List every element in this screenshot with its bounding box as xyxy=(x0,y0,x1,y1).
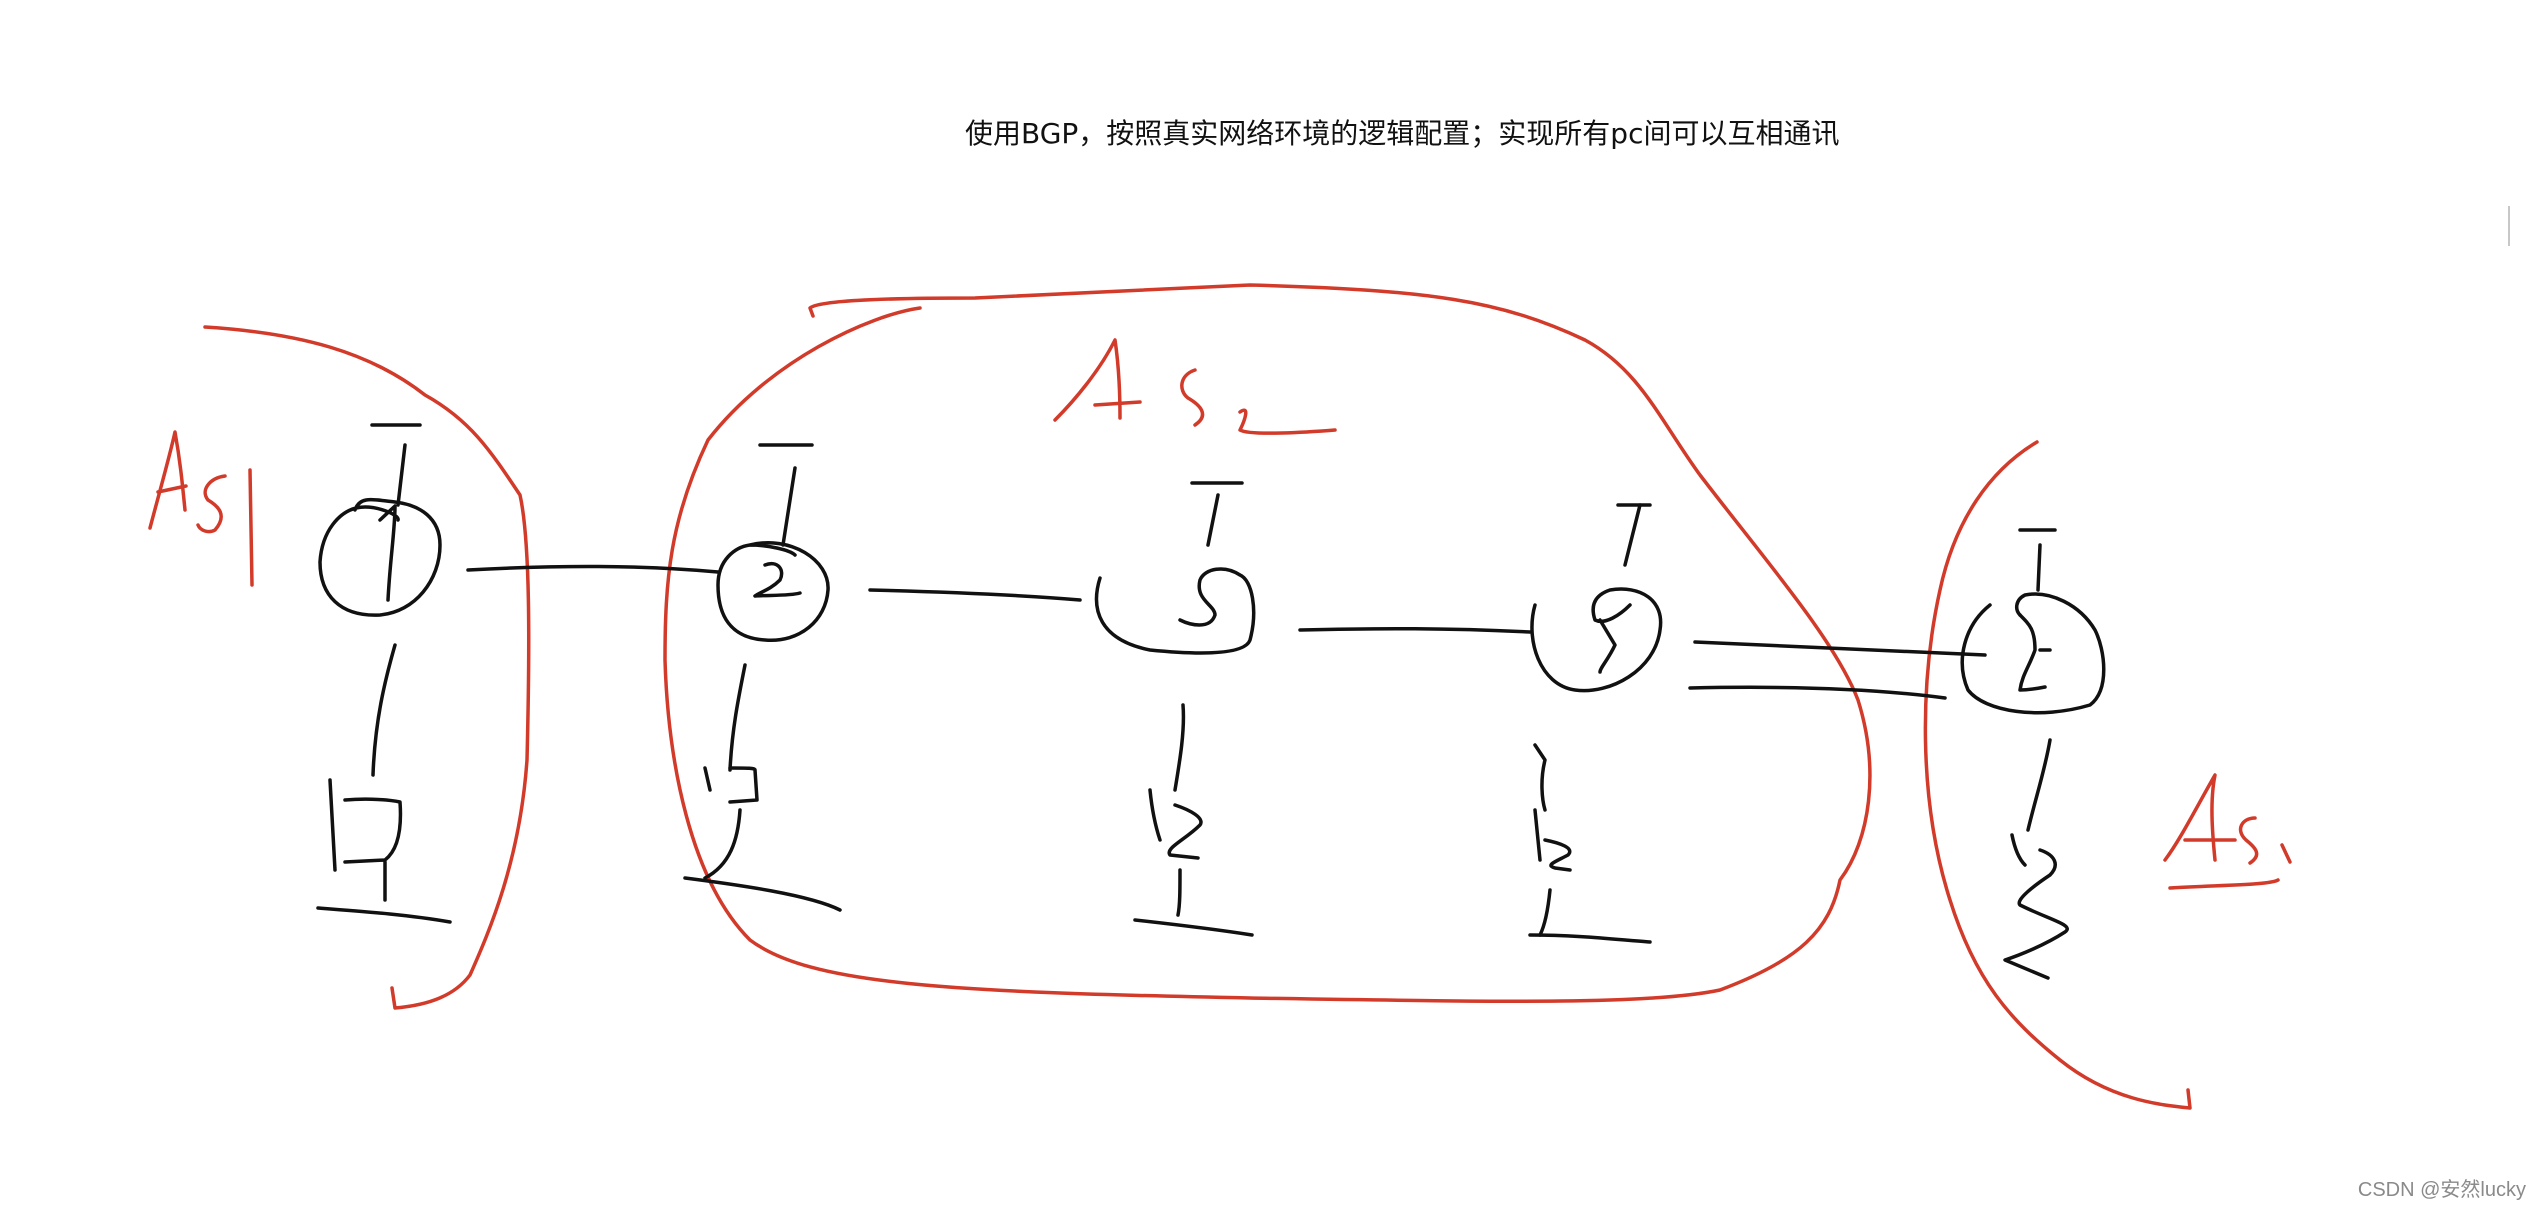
scrollbar-mark xyxy=(2508,206,2510,246)
router-r1 xyxy=(318,423,442,617)
router-r4 xyxy=(1530,503,1663,693)
as3-label xyxy=(2163,773,2292,890)
link-r4-r5-lower xyxy=(1688,685,1947,700)
pc-r1 xyxy=(316,643,452,924)
link-r4-r5-upper xyxy=(1693,640,1987,657)
as2-label xyxy=(1053,338,1337,435)
pc-r4 xyxy=(1528,743,1652,944)
link-r2-r3 xyxy=(868,588,1082,602)
router-r3 xyxy=(1094,481,1256,655)
as3-boundary xyxy=(1923,440,2192,1110)
link-r3-r4 xyxy=(1298,626,1532,634)
as2-boundary xyxy=(663,283,1872,1003)
pc-r5 xyxy=(2003,738,2069,980)
watermark: CSDN @安然lucky xyxy=(2357,1179,2526,1201)
link-r1-r2 xyxy=(466,564,720,574)
pc-r2 xyxy=(683,663,842,912)
router-r2 xyxy=(716,443,830,642)
as1-label xyxy=(148,430,254,587)
pc-r3 xyxy=(1133,703,1254,937)
page-title: 使用BGP，按照真实网络环境的逻辑配置；实现所有pc间可以互相通讯 xyxy=(965,117,1840,150)
router-r5 xyxy=(1960,528,2106,715)
as1-boundary xyxy=(203,325,531,1010)
